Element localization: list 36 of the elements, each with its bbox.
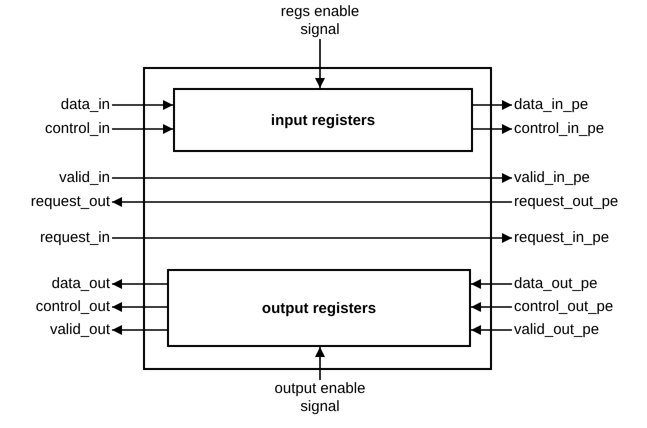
arrow [112,279,167,289]
signal-label: control_in [42,120,112,138]
signal-label: valid_in_pe [512,169,592,187]
arrow [112,197,512,207]
signal-label: request_out_pe [512,193,620,211]
signal-label: request_in [38,229,112,247]
register-block: output registers [167,269,471,347]
signal-label: valid_out [48,321,112,339]
arrow [112,233,512,243]
signal-label: output enable signal [268,380,372,416]
register-block: input registers [173,88,473,152]
arrow [471,279,512,289]
arrow [473,100,512,110]
signal-label: control_in_pe [512,120,606,138]
arrow [112,124,173,134]
signal-label: data_in [58,96,112,114]
module-box [143,67,492,370]
signal-label: control_out_pe [512,298,616,316]
signal-label: data_out_pe [512,275,600,293]
arrow [112,325,167,335]
arrow [112,302,167,312]
arrow [112,100,173,110]
arrow [315,39,325,88]
arrow [112,173,512,183]
signal-label: valid_out_pe [512,321,602,339]
arrow [471,325,512,335]
arrow [315,347,325,380]
signal-label: request_in_pe [512,229,612,247]
signal-label: control_out [34,298,112,316]
signal-label: valid_in [57,169,112,187]
signal-label: request_out [28,193,112,211]
signal-label: data_in_pe [512,96,590,114]
arrow [473,124,512,134]
signal-label: data_out [50,275,112,293]
signal-label: regs enable signal [268,3,372,39]
arrow [471,302,512,312]
